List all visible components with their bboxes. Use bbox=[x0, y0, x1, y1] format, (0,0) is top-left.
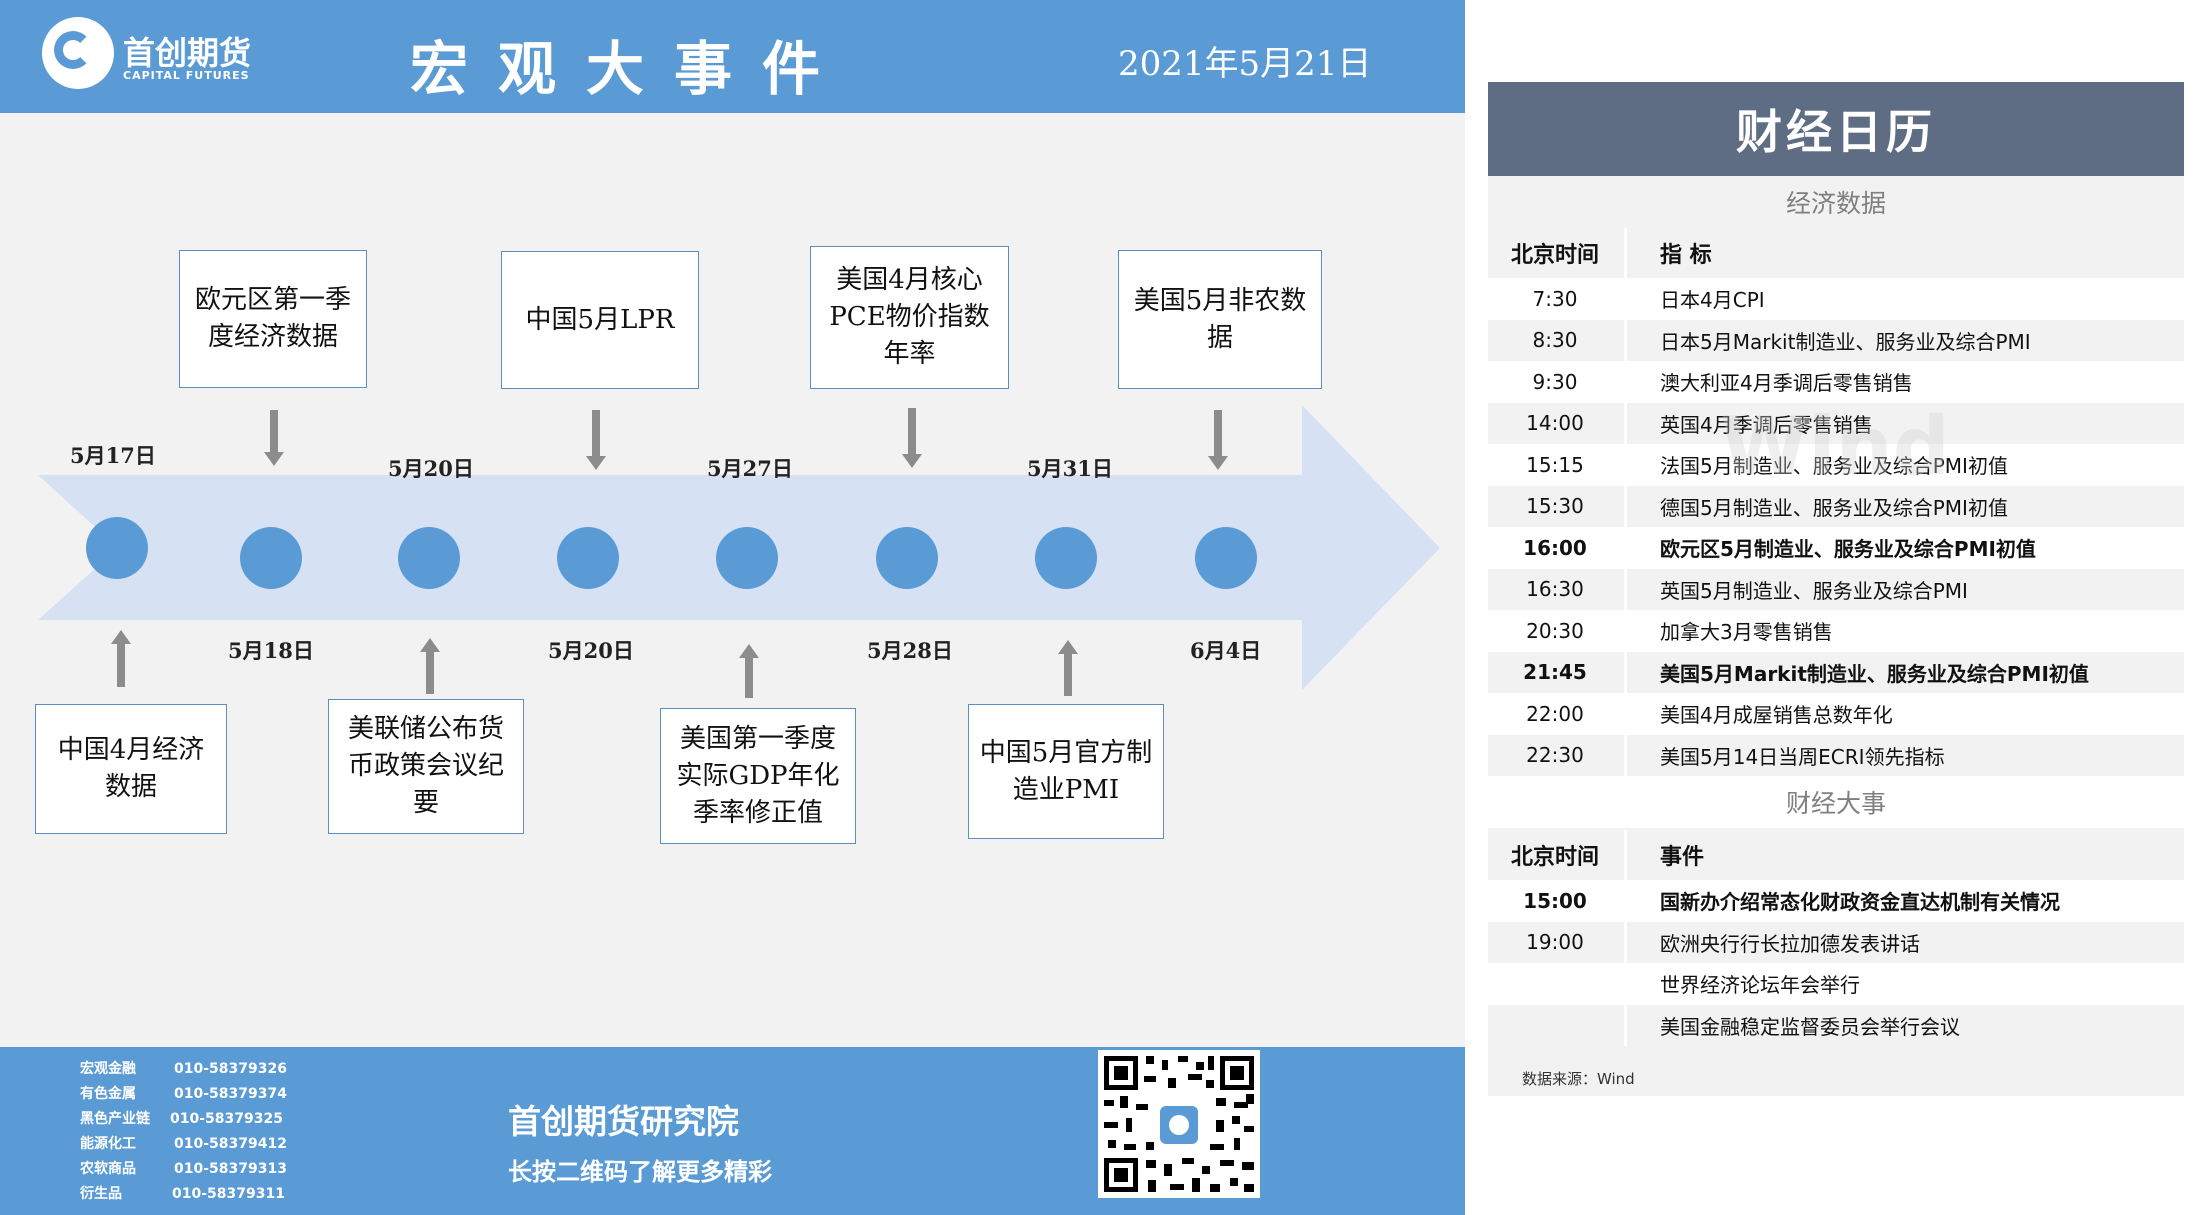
date-label: 5月17日 bbox=[70, 443, 156, 468]
date-label: 5月18日 bbox=[228, 638, 314, 663]
date-label: 5月28日 bbox=[867, 638, 953, 663]
event-box-2: 欧元区第一季度经济数据 bbox=[179, 250, 367, 388]
connector-arrow bbox=[902, 408, 922, 468]
event-box-8: 美国5月非农数据 bbox=[1118, 250, 1322, 389]
connector-arrow bbox=[1208, 410, 1228, 470]
page-title: 宏观大事件 bbox=[410, 35, 851, 103]
date-label: 5月20日 bbox=[548, 638, 634, 663]
timeline-node bbox=[557, 527, 619, 589]
connector-arrow bbox=[420, 638, 440, 694]
timeline-node bbox=[876, 527, 938, 589]
event-box-7: 中国5月官方制造业PMI bbox=[968, 704, 1164, 839]
column-header-time: 北京时间 bbox=[1510, 845, 1599, 870]
column-header-indicator: 指 标 bbox=[1660, 243, 1712, 268]
institute-name: 首创期货研究院 bbox=[508, 1102, 739, 1141]
timeline-node bbox=[240, 527, 302, 589]
connector-arrow bbox=[739, 644, 759, 698]
timeline-node bbox=[1035, 527, 1097, 589]
calendar-title: 财经日历 bbox=[1488, 82, 2184, 176]
timeline-node bbox=[398, 527, 460, 589]
qr-hint: 长按二维码了解更多精彩 bbox=[508, 1158, 772, 1186]
page-header: 首创期货 CAPITAL FUTURES 宏观大事件 2021年5月21日 bbox=[0, 0, 1465, 113]
event-box-3: 美联储公布货币政策会议纪要 bbox=[328, 699, 524, 834]
connector-arrow bbox=[111, 630, 131, 687]
connector-arrow bbox=[586, 410, 606, 470]
qr-code-icon[interactable] bbox=[1098, 1050, 1260, 1198]
table-header: 北京时间 指 标 bbox=[1488, 228, 2184, 278]
connector-arrow bbox=[264, 410, 284, 466]
table-row: 世界经济论坛年会举行 bbox=[1488, 963, 2184, 1005]
table-header: 北京时间 事件 bbox=[1488, 830, 2184, 880]
page-date: 2021年5月21日 bbox=[1118, 44, 1372, 84]
date-label: 6月4日 bbox=[1190, 638, 1262, 663]
section-heading: 财经大事 bbox=[1488, 776, 2184, 828]
date-label: 5月20日 bbox=[388, 456, 474, 481]
timeline-node bbox=[86, 517, 148, 579]
data-source: 数据来源：Wind bbox=[1522, 1070, 1635, 1088]
table-row: 美国金融稳定监督委员会举行会议 bbox=[1488, 1004, 2184, 1046]
section-heading: 经济数据 bbox=[1785, 189, 1886, 218]
logo-subtext: CAPITAL FUTURES bbox=[123, 69, 250, 82]
logo-text: 首创期货 bbox=[123, 34, 252, 72]
event-box-4: 中国5月LPR bbox=[501, 251, 699, 389]
date-label: 5月31日 bbox=[1027, 456, 1113, 481]
event-box-5: 美国第一季度实际GDP年化季率修正值 bbox=[660, 708, 856, 844]
watermark: Wind bbox=[1720, 400, 1950, 493]
column-header-time: 北京时间 bbox=[1510, 243, 1599, 268]
column-header-event: 事件 bbox=[1660, 845, 1705, 870]
connector-arrow bbox=[1058, 640, 1078, 696]
event-box-6: 美国4月核心PCE物价指数年率 bbox=[810, 246, 1009, 389]
timeline-node bbox=[1195, 527, 1257, 589]
logo-icon bbox=[42, 17, 114, 89]
timeline-node bbox=[716, 527, 778, 589]
event-box-1: 中国4月经济数据 bbox=[35, 704, 227, 834]
date-label: 5月27日 bbox=[707, 456, 793, 481]
